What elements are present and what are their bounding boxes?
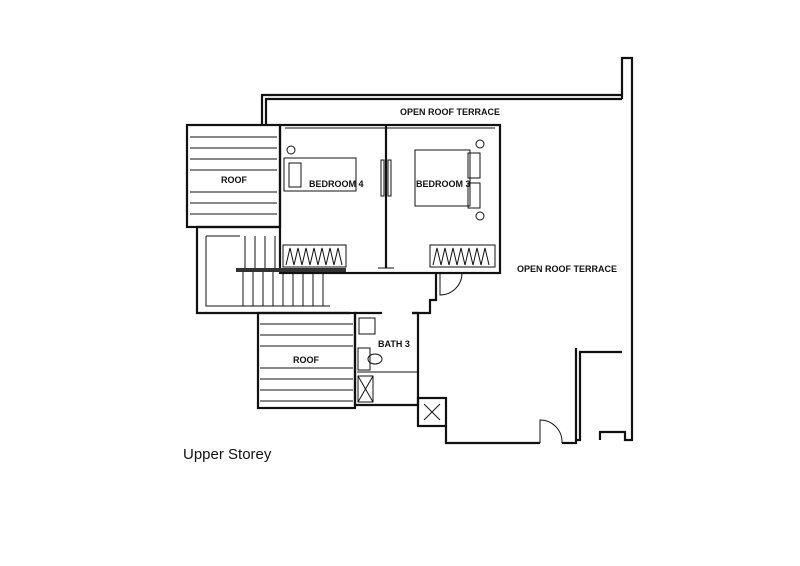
label-terrace-top: OPEN ROOF TERRACE [400, 107, 500, 117]
staircase [195, 225, 350, 315]
label-bedroom-4: BEDROOM 4 [309, 179, 364, 189]
lower-walls [416, 396, 578, 445]
label-roof-upper: ROOF [221, 175, 248, 185]
label-terrace-right: OPEN ROOF TERRACE [517, 264, 617, 274]
bedrooms [278, 123, 502, 296]
label-bath-3: BATH 3 [378, 339, 410, 349]
roof-lower [256, 311, 357, 410]
floor-caption: Upper Storey [183, 446, 272, 463]
label-bedroom-3: BEDROOM 3 [416, 179, 471, 189]
bath-3 [353, 273, 438, 407]
label-roof-lower: ROOF [293, 355, 320, 365]
terrace-walls [260, 56, 634, 442]
